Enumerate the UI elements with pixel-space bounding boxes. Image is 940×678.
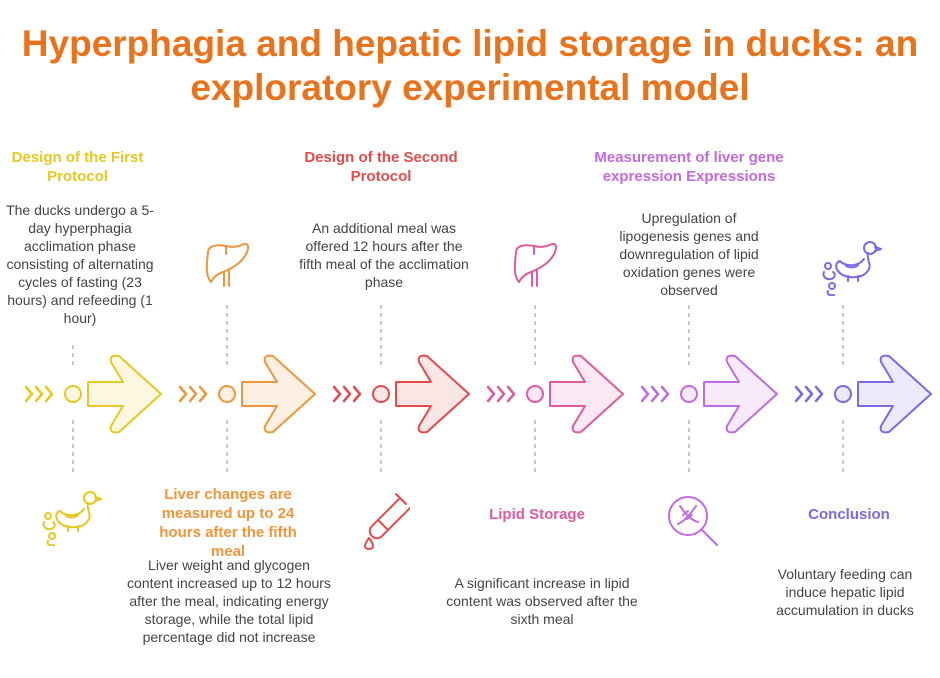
timeline-node <box>834 385 852 403</box>
stage-title: Liver changes are measured up to 24 hour… <box>159 486 297 560</box>
chevron-icon <box>506 385 516 403</box>
arrow-icon <box>703 354 778 434</box>
arrow-icon <box>87 354 162 434</box>
timeline-node <box>218 385 236 403</box>
stage-title: Design of the Second Protocol <box>304 149 458 185</box>
liver-icon <box>513 242 557 287</box>
test-tube-icon <box>364 493 410 550</box>
chevron-icon <box>352 385 362 403</box>
chevron-icon <box>496 385 506 403</box>
timeline-node <box>372 385 390 403</box>
arrow-icon <box>549 354 624 434</box>
arrow-icon <box>395 354 470 434</box>
stage-title: Conclusion <box>808 506 890 523</box>
chevron-icon <box>650 385 660 403</box>
dna-magnifier-icon <box>668 496 718 546</box>
stage-title: Design of the First Protocol <box>11 149 144 185</box>
liver-icon <box>205 242 249 287</box>
stage-description: The ducks undergo a 5-day hyperphagia ac… <box>6 202 154 326</box>
stage-description: A significant increase in lipid content … <box>446 575 638 627</box>
page-title: Hyperphagia and hepatic lipid storage in… <box>21 23 919 108</box>
chevron-icon <box>794 385 804 403</box>
chevron-icon <box>640 385 650 403</box>
stage-description: Upregulation of lipogenesis genes and do… <box>619 210 759 298</box>
timeline-node <box>64 385 82 403</box>
chevron-icon <box>24 385 34 403</box>
ducks-icon <box>822 241 882 296</box>
arrow-icon <box>241 354 316 434</box>
stage-description: Liver weight and glycogen content increa… <box>127 557 331 645</box>
chevron-icon <box>198 385 208 403</box>
chevron-icon <box>486 385 496 403</box>
chevron-icon <box>814 385 824 403</box>
stage-title: Lipid Storage <box>489 506 585 523</box>
chevron-icon <box>332 385 342 403</box>
chevron-icon <box>804 385 814 403</box>
timeline-node <box>526 385 544 403</box>
chevron-icon <box>342 385 352 403</box>
stage-description: An additional meal was offered 12 hours … <box>299 220 469 290</box>
chevron-icon <box>44 385 54 403</box>
chevron-icon <box>660 385 670 403</box>
stage-description: Voluntary feeding can induce hepatic lip… <box>776 566 914 618</box>
chevron-icon <box>178 385 188 403</box>
stage-title: Measurement of liver gene expression Exp… <box>594 149 784 185</box>
ducks-icon <box>42 491 102 546</box>
arrow-icon <box>857 354 932 434</box>
chevron-icon <box>34 385 44 403</box>
chevron-icon <box>188 385 198 403</box>
timeline-node <box>680 385 698 403</box>
